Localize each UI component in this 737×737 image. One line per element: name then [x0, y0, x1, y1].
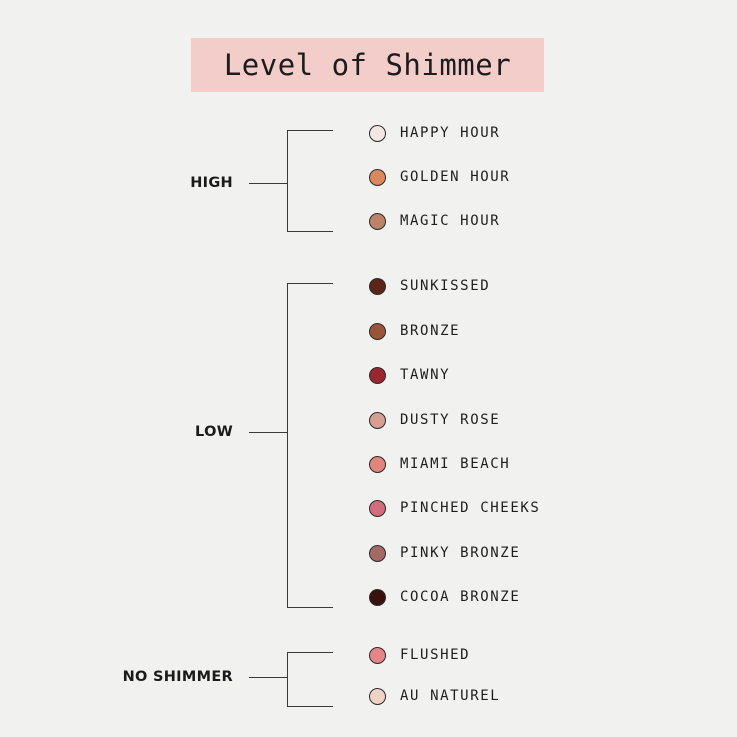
shade-label-cocoa-bronze: COCOA BRONZE [400, 589, 521, 605]
bracket-top-tick-no-shimmer [287, 652, 333, 654]
title-banner: Level of Shimmer [191, 38, 544, 92]
group-bracket-no-shimmer [286, 652, 288, 707]
swatch-au-naturel-icon [368, 687, 386, 705]
shade-label-golden-hour: GOLDEN HOUR [400, 169, 511, 185]
swatch-pinky-bronze-icon [368, 544, 386, 562]
shade-label-magic-hour: MAGIC HOUR [400, 213, 501, 229]
swatch-pinched-cheeks-icon [368, 499, 386, 517]
shade-label-pinched-cheeks: PINCHED CHEEKS [400, 500, 541, 516]
swatch-sunkissed-icon [368, 277, 386, 295]
swatch-bronze-icon [368, 322, 386, 340]
shade-label-pinky-bronze: PINKY BRONZE [400, 545, 521, 561]
swatch-cocoa-bronze-icon [368, 588, 386, 606]
group-connector-no-shimmer [249, 676, 287, 678]
group-bracket-low [286, 283, 288, 608]
shade-label-sunkissed: SUNKISSED [400, 278, 491, 294]
page-title: Level of Shimmer [223, 48, 512, 82]
bracket-bottom-tick-no-shimmer [287, 706, 333, 708]
group-label-high: HIGH [190, 175, 233, 191]
swatch-magic-hour-icon [368, 212, 386, 230]
bracket-top-tick-high [287, 130, 333, 132]
shade-label-bronze: BRONZE [400, 323, 461, 339]
shade-label-tawny: TAWNY [400, 367, 451, 383]
group-label-low: LOW [195, 424, 233, 440]
group-connector-high [249, 182, 287, 184]
bracket-top-tick-low [287, 283, 333, 285]
group-label-no-shimmer: NO SHIMMER [122, 669, 233, 685]
group-connector-low [249, 431, 287, 433]
shade-label-flushed: FLUSHED [400, 647, 471, 663]
bracket-bottom-tick-high [287, 231, 333, 233]
bracket-bottom-tick-low [287, 607, 333, 609]
group-bracket-high [286, 130, 288, 232]
shade-label-happy-hour: HAPPY HOUR [400, 125, 501, 141]
shade-label-miami-beach: MIAMI BEACH [400, 456, 511, 472]
shade-label-au-naturel: AU NATUREL [400, 688, 501, 704]
swatch-flushed-icon [368, 646, 386, 664]
swatch-happy-hour-icon [368, 124, 386, 142]
swatch-dusty-rose-icon [368, 411, 386, 429]
swatch-miami-beach-icon [368, 455, 386, 473]
swatch-golden-hour-icon [368, 168, 386, 186]
shade-label-dusty-rose: DUSTY ROSE [400, 412, 501, 428]
swatch-tawny-icon [368, 366, 386, 384]
